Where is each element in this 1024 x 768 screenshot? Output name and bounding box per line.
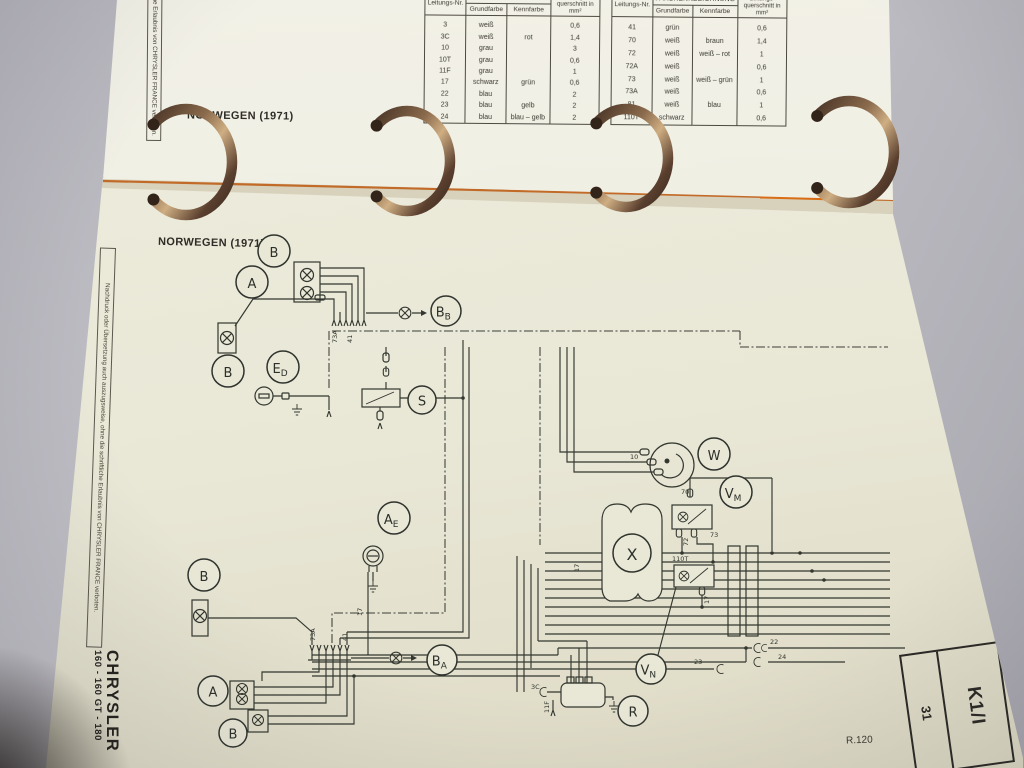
wire-number-label: 10 xyxy=(630,453,638,461)
connector-strip xyxy=(745,545,759,637)
component-marker-bb: BB xyxy=(430,295,462,327)
component-marker-b: B xyxy=(187,558,221,592)
connector-block xyxy=(293,261,321,303)
connector-block xyxy=(229,680,255,710)
boundary-chain-lines xyxy=(328,330,888,645)
color-code-table: Leitungs-Nr.FARBKENNZEICHNUNGLeitungs-qu… xyxy=(610,0,788,127)
page-number: 31 xyxy=(918,704,936,721)
sheet-code: K1/I xyxy=(962,685,989,727)
regulator-box xyxy=(560,676,606,708)
wire-number-label: 23 xyxy=(694,658,702,666)
wire-number-label: 41 xyxy=(341,633,349,641)
component-marker-a: A xyxy=(235,265,269,299)
wire-number-label: 3C xyxy=(531,683,540,691)
sheet-index-box: 31 K1/I xyxy=(899,641,1016,768)
wire-number-label: 22 xyxy=(770,638,778,646)
round-connector xyxy=(649,442,695,488)
svg-text:S: S xyxy=(418,394,426,409)
svg-text:A: A xyxy=(248,277,257,292)
arrow xyxy=(421,310,427,316)
svg-text:A: A xyxy=(209,686,218,701)
svg-text:B: B xyxy=(224,366,233,381)
component-marker-ae: AE xyxy=(377,501,411,535)
component-marker-ba: BA xyxy=(426,644,458,676)
connector-block xyxy=(191,599,209,637)
component-marker-vm: VM xyxy=(719,475,753,509)
junction-dots xyxy=(352,396,826,678)
wire-number-label: 17 xyxy=(703,596,711,604)
corner-shadow xyxy=(0,648,150,768)
drawing-ref: R.120 xyxy=(845,734,873,747)
wire-number-label: 11F xyxy=(543,701,551,713)
svg-text:B: B xyxy=(200,570,209,585)
color-code-table: Leitungs-Nr.FARBKENNZEICHNUNGLeitungs-qu… xyxy=(423,0,601,125)
wire-number-label: 17 xyxy=(573,564,581,572)
svg-text:B: B xyxy=(229,727,238,742)
svg-text:X: X xyxy=(627,545,638,564)
component-marker-s: S xyxy=(407,385,437,415)
horn xyxy=(362,545,384,567)
component-marker-w: W xyxy=(697,437,731,471)
relay-110T xyxy=(673,564,715,588)
wire-number-label: 73A xyxy=(309,628,317,641)
component-marker-b: B xyxy=(257,234,291,268)
svg-text:B: B xyxy=(270,246,279,261)
color-code-tables: Leitungs-Nr.FARBKENNZEICHNUNGLeitungs-qu… xyxy=(423,0,788,127)
harness-lines xyxy=(545,552,890,635)
wire-number-label: 70 xyxy=(681,488,689,496)
wires xyxy=(208,267,905,725)
component-marker-vn: VN xyxy=(635,653,667,685)
component-marker-a: A xyxy=(197,675,229,707)
projector-lamp xyxy=(254,386,290,406)
wire-number-label: 17 xyxy=(356,608,364,616)
inline-connector xyxy=(314,294,326,301)
wire-number-label: 73A xyxy=(331,330,339,343)
component-marker-b: B xyxy=(211,354,245,388)
svg-text:R: R xyxy=(628,706,637,721)
wire-number-label: 72 xyxy=(682,538,690,546)
connector-block xyxy=(247,709,269,733)
connector-strip xyxy=(727,545,741,637)
component-marker-r: R xyxy=(617,695,649,727)
svg-text:W: W xyxy=(708,449,721,464)
top-page-title: NORWEGEN (1971) xyxy=(186,109,294,123)
component-marker-x: X xyxy=(612,533,652,573)
relay-70 xyxy=(671,504,713,530)
top-copyright-strip: schriftliche Erlaubnis von CHRYSLER FRAN… xyxy=(146,0,163,141)
arrow xyxy=(411,655,417,661)
wire-number-label: 41 xyxy=(346,335,354,343)
relay-S xyxy=(361,388,401,408)
wire-number-label: 24 xyxy=(778,653,786,661)
wire-number-label: 73 xyxy=(710,531,718,539)
component-marker-ed: ED xyxy=(266,350,300,384)
wire-number-label: 110T xyxy=(672,555,688,563)
connector-block xyxy=(217,322,237,354)
component-marker-b: B xyxy=(218,718,248,748)
